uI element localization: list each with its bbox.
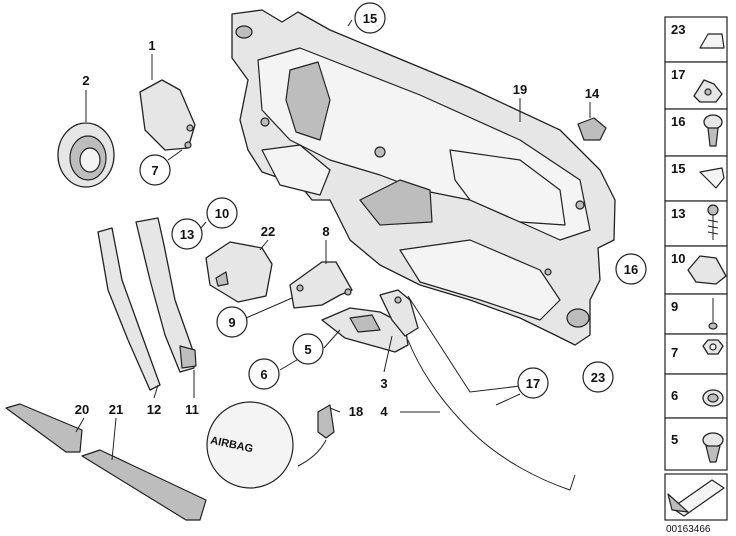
label-1: 1 xyxy=(148,38,155,53)
doc-number: 00163466 xyxy=(666,524,711,535)
bowden-cable xyxy=(407,339,576,491)
callout-circle-17 xyxy=(517,367,549,399)
trim-strip-13 xyxy=(135,217,197,373)
legend-number: 23 xyxy=(671,22,685,37)
legend-number: 17 xyxy=(671,67,685,82)
screw-icon xyxy=(707,204,719,240)
label-17: 17 xyxy=(526,376,540,391)
callout-circle-23 xyxy=(582,361,614,393)
legend-number: 5 xyxy=(671,432,678,447)
grommet-icon xyxy=(702,389,724,407)
pad-icon xyxy=(699,33,725,49)
callout-circle-15 xyxy=(354,2,386,34)
speaker-cover xyxy=(139,79,196,151)
callout-circle-7 xyxy=(139,154,171,186)
label-23: 23 xyxy=(591,370,605,385)
legend-cell-9 xyxy=(664,293,728,335)
label-19: 19 xyxy=(513,82,527,97)
label-4: 4 xyxy=(380,404,388,419)
label-5: 5 xyxy=(304,342,311,357)
label-21: 21 xyxy=(109,402,123,417)
push-rivet-icon xyxy=(703,114,723,147)
airbag-detail xyxy=(206,401,335,489)
label-9: 9 xyxy=(228,315,235,330)
lock-actuator xyxy=(379,289,419,337)
label-2: 2 xyxy=(82,73,89,88)
label-15: 15 xyxy=(363,11,377,26)
clip-14 xyxy=(577,117,607,141)
spring-clip-icon xyxy=(687,255,727,285)
callout-circle-13 xyxy=(171,218,203,250)
label-3: 3 xyxy=(380,376,387,391)
legend-number: 15 xyxy=(671,161,685,176)
legend-number: 10 xyxy=(671,251,685,266)
callout-circle-16 xyxy=(615,253,647,285)
trim-strip-12 xyxy=(97,227,161,391)
legend-column: 23 17 16 15 13 10 9 7 6 5 xyxy=(664,16,728,521)
label-20: 20 xyxy=(75,402,89,417)
label-7: 7 xyxy=(151,163,158,178)
rivet-icon xyxy=(708,298,718,330)
speaker-ring xyxy=(57,122,115,188)
label-16: 16 xyxy=(624,262,638,277)
label-6: 6 xyxy=(260,367,267,382)
callout-circle-10 xyxy=(206,197,238,229)
legend-cell-13 xyxy=(664,200,728,247)
door-trim-panel xyxy=(231,9,616,346)
hex-nut-icon xyxy=(702,339,724,355)
label-14: 14 xyxy=(585,86,600,101)
clip-strip-icon xyxy=(699,167,725,189)
legend-number: 13 xyxy=(671,206,685,221)
leader-lines xyxy=(75,19,591,461)
callout-circle-6 xyxy=(248,358,280,390)
legend-number: 7 xyxy=(671,345,678,360)
door-handle xyxy=(321,307,409,353)
expansion-nut-icon xyxy=(702,432,724,463)
legend-number: 9 xyxy=(671,299,678,314)
sill-strip-20 xyxy=(5,403,83,453)
label-12: 12 xyxy=(147,402,161,417)
control-box xyxy=(205,241,273,303)
clip-nut-icon xyxy=(693,79,723,103)
label-18: 18 xyxy=(349,404,363,419)
legend-number: 6 xyxy=(671,388,678,403)
arrow-icon xyxy=(667,479,725,517)
callout-circle-9 xyxy=(216,306,248,338)
label-10: 10 xyxy=(215,206,229,221)
sill-strip-21 xyxy=(81,449,207,521)
label-8: 8 xyxy=(322,224,329,239)
legend-number: 16 xyxy=(671,114,685,129)
label-22: 22 xyxy=(261,224,275,239)
bracket xyxy=(289,261,353,309)
callout-circle-5 xyxy=(292,333,324,365)
label-13: 13 xyxy=(180,227,194,242)
label-11: 11 xyxy=(185,402,199,417)
